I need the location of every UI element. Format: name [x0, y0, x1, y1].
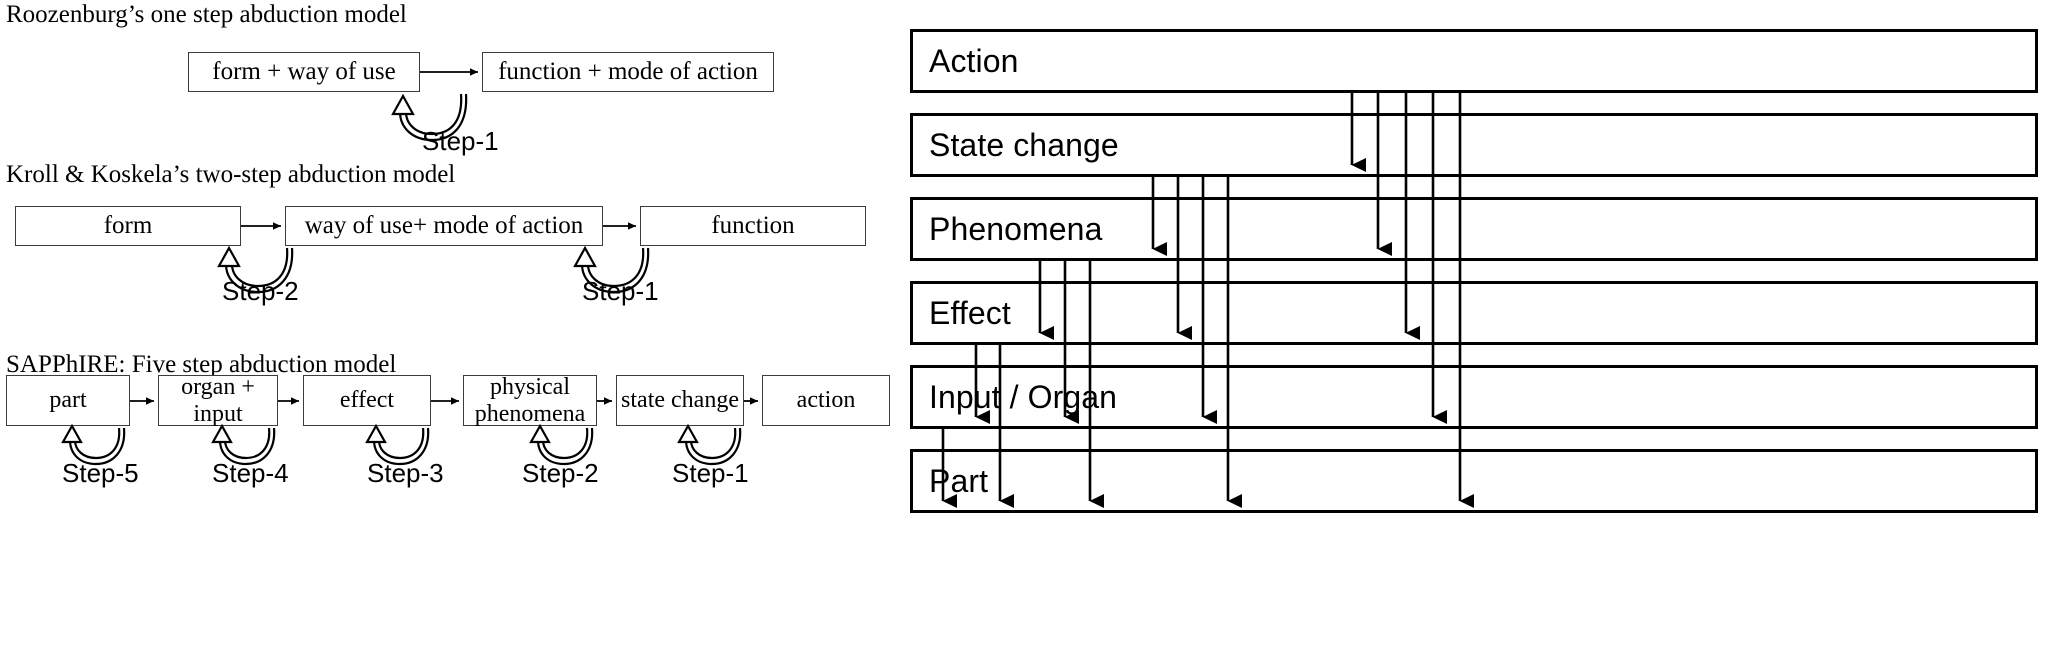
- abduction-arc-sapphire-step-2: [529, 423, 594, 466]
- node-sapphire-part[interactable]: part: [6, 375, 130, 426]
- node-sapphire-physical-phenomena[interactable]: physical phenomena: [463, 374, 597, 427]
- abduction-arc-kroll-step-2: [224, 247, 294, 294]
- left-panel-abduction-models: Roozenburg’s one step abduction model fo…: [0, 0, 900, 656]
- abduction-arc-sapphire-step-1: [677, 423, 742, 466]
- model-caption-roozenburg: Roozenburg’s one step abduction model: [6, 1, 407, 28]
- node-kroll-function[interactable]: function: [640, 206, 866, 246]
- node-roozenburg-form-way-of-use[interactable]: form + way of use: [188, 52, 420, 92]
- abduction-arrowhead-roozenburg-step-1: [391, 93, 415, 116]
- node-sapphire-organ-input[interactable]: organ + input: [158, 374, 278, 427]
- node-kroll-form[interactable]: form: [15, 206, 241, 246]
- model-caption-sapphire: SAPPhIRE: Five step abduction model: [6, 351, 397, 378]
- abduction-arc-roozenburg-step-1-inner: [404, 93, 463, 136]
- abduction-arc-kroll-step-2-inner: [230, 247, 289, 288]
- node-kroll-way-of-use-mode-of-action[interactable]: way of use+ mode of action: [285, 206, 603, 246]
- node-sapphire-state-change[interactable]: state change: [616, 375, 744, 426]
- abduction-arc-sapphire-step-3: [365, 423, 430, 466]
- abduction-arc-kroll-step-1: [580, 247, 650, 294]
- abduction-arc-kroll-step-1-inner: [586, 247, 645, 288]
- right-mapping-arrows-layer: [941, 93, 1474, 508]
- abduction-arrowhead-kroll-step-1: [573, 245, 597, 268]
- abduction-arc-sapphire-step-5: [61, 423, 126, 466]
- node-roozenburg-function-mode-of-action[interactable]: function + mode of action: [482, 52, 774, 92]
- abduction-arc-sapphire-step-4: [211, 423, 276, 466]
- abduction-arc-roozenburg-step-1: [398, 93, 468, 142]
- left-connectors-layer: [61, 68, 758, 466]
- node-sapphire-effect[interactable]: effect: [303, 375, 431, 426]
- node-sapphire-action[interactable]: action: [762, 375, 890, 426]
- abduction-arrowhead-kroll-step-2: [217, 245, 241, 268]
- model-caption-kroll-koskela: Kroll & Koskela’s two-step abduction mod…: [6, 161, 456, 188]
- right-panel-sapphire-levels: Action State change Phenomena Effect Inp…: [900, 0, 2050, 656]
